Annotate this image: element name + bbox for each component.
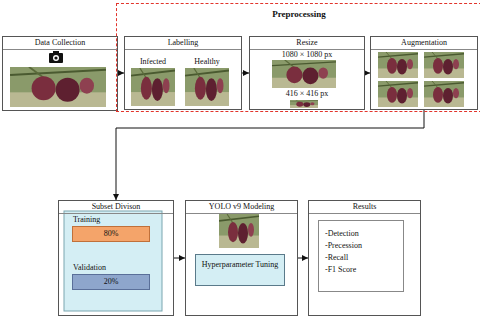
node-heading: Hyperparameter Tuning (198, 260, 282, 270)
split-bar: Training80% (72, 226, 150, 242)
healthy-photo (185, 68, 229, 106)
node-heading: Augmentation (371, 37, 477, 50)
node-heading: Data Collection (3, 37, 117, 50)
node-text: Healthy (185, 57, 229, 67)
node-text: 80% (73, 229, 149, 239)
augmented-photo (378, 52, 418, 78)
node-heading: Resize (250, 37, 364, 50)
metrics-box: -Detection -Precession -Recall -F1 Score (318, 220, 404, 292)
split-panel (64, 211, 162, 311)
node-text: -Precession (325, 241, 362, 251)
process-box: LabellingInfected Healthy (124, 36, 242, 110)
process-box: Subset DivisonTraining80%Validation20% (58, 200, 174, 316)
split-bar: Validation20% (72, 274, 150, 290)
large-photo (272, 60, 336, 88)
node-heading: Labelling (125, 37, 241, 50)
sub-box: Hyperparameter Tuning (195, 254, 285, 286)
node-text: 20% (73, 277, 149, 287)
group-region: PreprocessingLabellingInfected Healthy Res… (116, 3, 480, 112)
node-text: 416 × 416 px (250, 89, 364, 99)
node-heading: Subset Divison (59, 201, 173, 214)
node-text: -F1 Score (325, 265, 356, 275)
infected-photo (131, 68, 175, 106)
node-heading: Results (309, 201, 420, 214)
augmented-photo (378, 81, 418, 107)
node-text: -Recall (325, 253, 348, 263)
flow-arrow (174, 258, 185, 259)
node-heading: -Detection (325, 229, 359, 239)
flow-arrow (116, 110, 424, 200)
cacao-photo (10, 67, 106, 107)
process-box: Data Collection (2, 36, 118, 111)
node-heading: Training (73, 215, 100, 225)
camera-icon (49, 51, 63, 63)
node-heading: Validation (73, 263, 106, 273)
flow-arrow (242, 73, 249, 74)
augmented-photo (424, 81, 464, 107)
process-box: YOLO v9 ModelingHyperparameter Tuning (185, 200, 298, 316)
model-photo (219, 214, 259, 248)
flow-arrow (298, 258, 308, 259)
process-box: Augmentation (370, 36, 478, 110)
node-text: Infected (131, 57, 175, 67)
augmented-photo (424, 52, 464, 78)
node-heading: YOLO v9 Modeling (186, 201, 297, 214)
node-heading: Preprocessing (117, 9, 480, 19)
process-box: Resize1080 × 1080 px 416 × 416 px (249, 36, 365, 110)
node-text: 1080 × 1080 px (250, 50, 364, 60)
small-photo (290, 100, 318, 108)
process-box: Results -Detection -Precession -Recall -F1 S… (308, 200, 421, 316)
